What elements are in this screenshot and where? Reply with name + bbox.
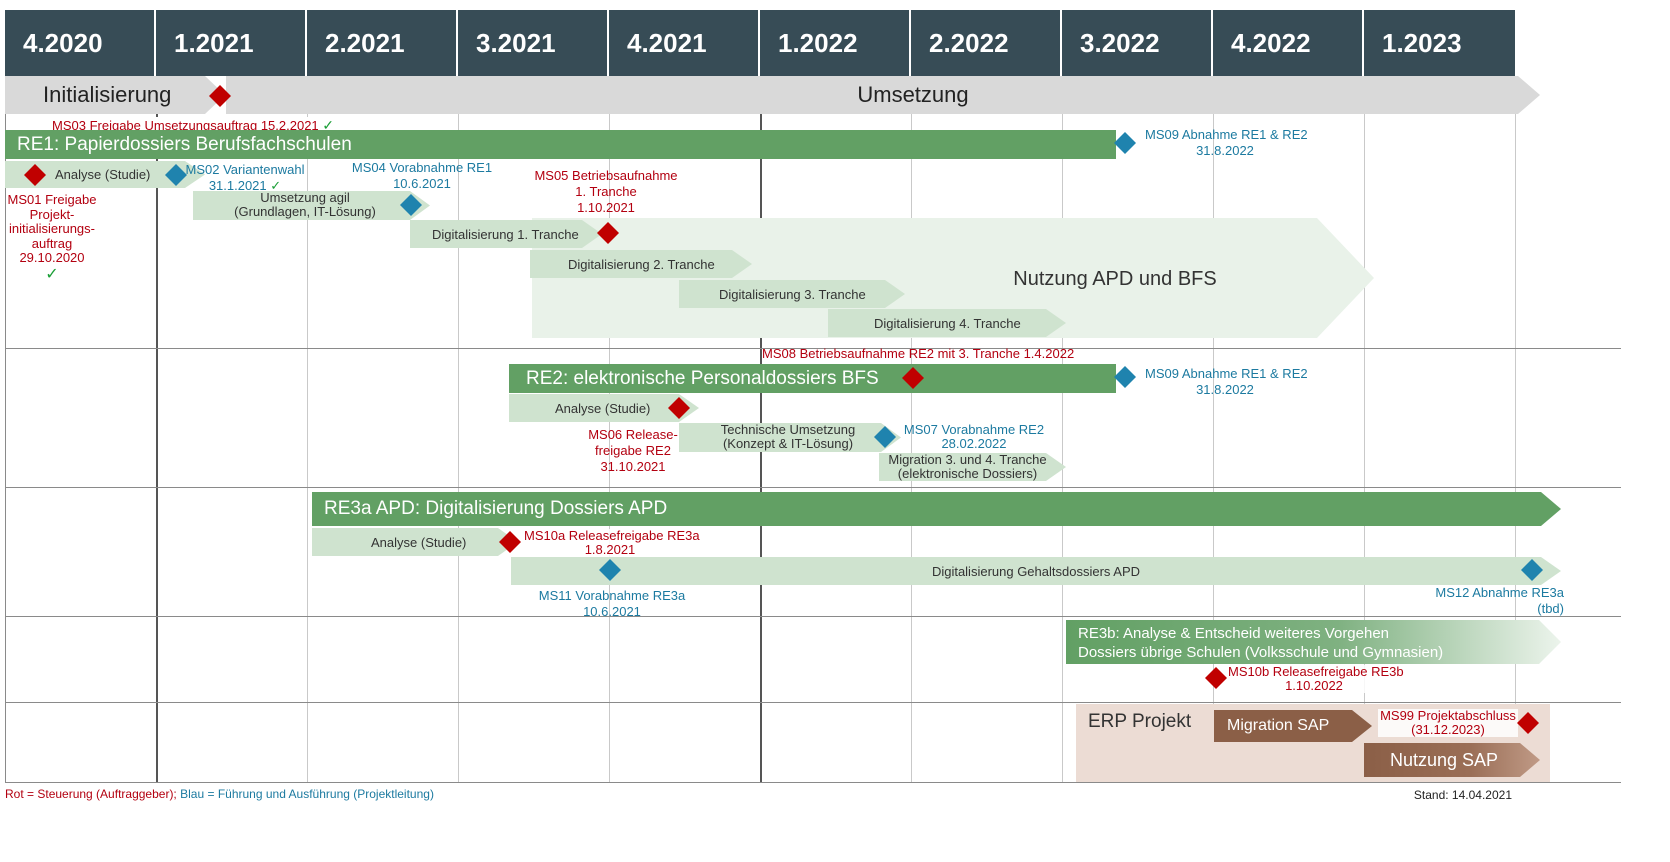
bar-re2-technische-umsetzung bbox=[679, 423, 901, 452]
milestone-ms12-diamond bbox=[1521, 559, 1543, 581]
milestone-ms02-diamond bbox=[165, 164, 187, 186]
milestone-ms06-diamond bbox=[668, 397, 690, 419]
bar-label: Digitalisierung Gehaltsdossiers APD bbox=[931, 563, 1141, 579]
quarter-header: 3.2022 bbox=[1062, 10, 1213, 76]
grid-line bbox=[307, 76, 308, 782]
milestone-label-ms02: MS02 Variantenwahl 31.1.2021 ✓ bbox=[185, 162, 305, 193]
milestone-label-ms12: MS12 Abnahme RE3a(tbd) bbox=[1435, 585, 1564, 616]
quarter-header: 1.2022 bbox=[760, 10, 911, 76]
grid-line bbox=[458, 76, 459, 782]
lane-separator bbox=[5, 487, 1621, 488]
phase-umsetzung: Umsetzung bbox=[226, 76, 1540, 114]
quarter-header: 4.2021 bbox=[609, 10, 760, 76]
milestone-ms07-diamond bbox=[874, 426, 896, 448]
grid-line bbox=[1213, 76, 1214, 782]
grid-line bbox=[911, 76, 912, 782]
quarter-header: 3.2021 bbox=[458, 10, 609, 76]
legend: Rot = Steuerung (Auftraggeber); Blau = F… bbox=[5, 787, 434, 801]
bar-re2-analyse: Analyse (Studie) bbox=[509, 394, 699, 422]
bar-digitalisierung-3: Digitalisierung 3. Tranche bbox=[679, 280, 905, 308]
milestone-label-ms03: MS03 Freigabe Umsetzungsauftrag 15.2.202… bbox=[52, 117, 335, 134]
phase-label: Umsetzung bbox=[857, 82, 969, 107]
grid-line bbox=[1364, 76, 1365, 782]
bar-label-re3b: RE3b: Analyse & Entscheid weiteres Vorge… bbox=[1078, 625, 1444, 661]
milestone-label-ms99: MS99 Projektabschluss(31.12.2023) bbox=[1378, 709, 1518, 737]
quarter-header: 2.2022 bbox=[911, 10, 1062, 76]
bar-re3b bbox=[1066, 620, 1561, 664]
milestone-ms11-diamond bbox=[599, 559, 621, 581]
lane-separator bbox=[5, 348, 1621, 349]
bar-re3a-analyse: Analyse (Studie) bbox=[312, 528, 518, 556]
bar-label: Digitalisierung 1. Tranche bbox=[432, 226, 579, 242]
bar-re2: RE2: elektronische Personaldossiers BFS bbox=[509, 364, 1116, 393]
grid-line bbox=[609, 76, 610, 782]
bar-label: RE2: elektronische Personaldossiers BFS bbox=[526, 367, 879, 389]
quarter-header: 1.2023 bbox=[1364, 10, 1517, 76]
bar-re2-migration bbox=[879, 453, 1066, 481]
milestone-ms04-diamond bbox=[400, 194, 422, 216]
milestone-ms01-diamond bbox=[24, 164, 46, 186]
bar-re3a-digitalisierung: Digitalisierung Gehaltsdossiers APD bbox=[511, 557, 1561, 585]
phase-label: Initialisierung bbox=[43, 82, 172, 107]
milestone-ms03-diamond bbox=[209, 85, 231, 107]
bar-digitalisierung-1: Digitalisierung 1. Tranche bbox=[410, 220, 602, 248]
bar-label: Migration SAP bbox=[1227, 717, 1330, 734]
bar-label: Nutzung SAP bbox=[1390, 749, 1499, 770]
erp-project-label: ERP Projekt bbox=[1088, 711, 1192, 732]
bar-label: Analyse (Studie) bbox=[371, 534, 467, 550]
bar-label: Analyse (Studie) bbox=[55, 167, 151, 182]
bar-re1: RE1: Papierdossiers Berufsfachschulen bbox=[5, 130, 1116, 159]
bar-re3a: RE3a APD: Digitalisierung Dossiers APD bbox=[312, 492, 1561, 526]
milestone-ms10a-diamond bbox=[499, 531, 521, 553]
lane-separator bbox=[5, 782, 1621, 783]
bar-umsetzung-agil bbox=[193, 191, 430, 220]
milestone-ms09b-diamond bbox=[1114, 366, 1136, 388]
quarter-header: 2.2021 bbox=[307, 10, 458, 76]
quarter-header: 4.2020 bbox=[5, 10, 156, 76]
lane-separator bbox=[5, 702, 1621, 703]
grid-line bbox=[1062, 76, 1063, 782]
quarter-header: 4.2022 bbox=[1213, 10, 1364, 76]
bar-nutzung-sap: Nutzung SAP bbox=[1364, 743, 1540, 777]
milestone-ms09-diamond bbox=[1114, 132, 1136, 154]
lane-separator bbox=[5, 616, 1621, 617]
grid-line bbox=[1515, 76, 1516, 782]
milestone-ms08-diamond bbox=[902, 367, 924, 389]
bar-label: Digitalisierung 2. Tranche bbox=[568, 256, 715, 272]
grid-line-year bbox=[156, 76, 158, 782]
milestone-ms99-diamond bbox=[1517, 712, 1539, 734]
bar-label-migration: Migration 3. und 4. Tranche(elektronisch… bbox=[888, 452, 1047, 481]
bar-label: RE3a APD: Digitalisierung Dossiers APD bbox=[324, 498, 668, 519]
bar-migration-sap: Migration SAP bbox=[1214, 710, 1372, 742]
stand-date: Stand: 14.04.2021 bbox=[1413, 788, 1512, 802]
milestone-label-ms08: MS08 Betriebsaufnahme RE2 mit 3. Tranche… bbox=[762, 346, 1075, 361]
bar-digitalisierung-2: Digitalisierung 2. Tranche bbox=[530, 250, 752, 278]
milestone-ms10b-diamond bbox=[1205, 667, 1227, 689]
bar-label-umsetzung-agil: Umsetzung agil(Grundlagen, IT-Lösung) bbox=[234, 190, 376, 219]
bar-label: Digitalisierung 4. Tranche bbox=[874, 315, 1021, 331]
bar-label: Analyse (Studie) bbox=[555, 400, 651, 416]
bar-label-technische-umsetzung: Technische Umsetzung(Konzept & IT-Lösung… bbox=[720, 422, 856, 451]
grid-line bbox=[5, 76, 6, 782]
phase-initialisierung: Initialisierung bbox=[5, 76, 225, 114]
nutzung-label: Nutzung APD und BFS bbox=[1013, 268, 1217, 290]
bar-label: RE1: Papierdossiers Berufsfachschulen bbox=[17, 133, 352, 155]
quarter-header: 1.2021 bbox=[156, 10, 307, 76]
bar-label: Digitalisierung 3. Tranche bbox=[719, 286, 866, 302]
bar-digitalisierung-4: Digitalisierung 4. Tranche bbox=[828, 309, 1066, 337]
milestone-ms05-diamond bbox=[597, 222, 619, 244]
